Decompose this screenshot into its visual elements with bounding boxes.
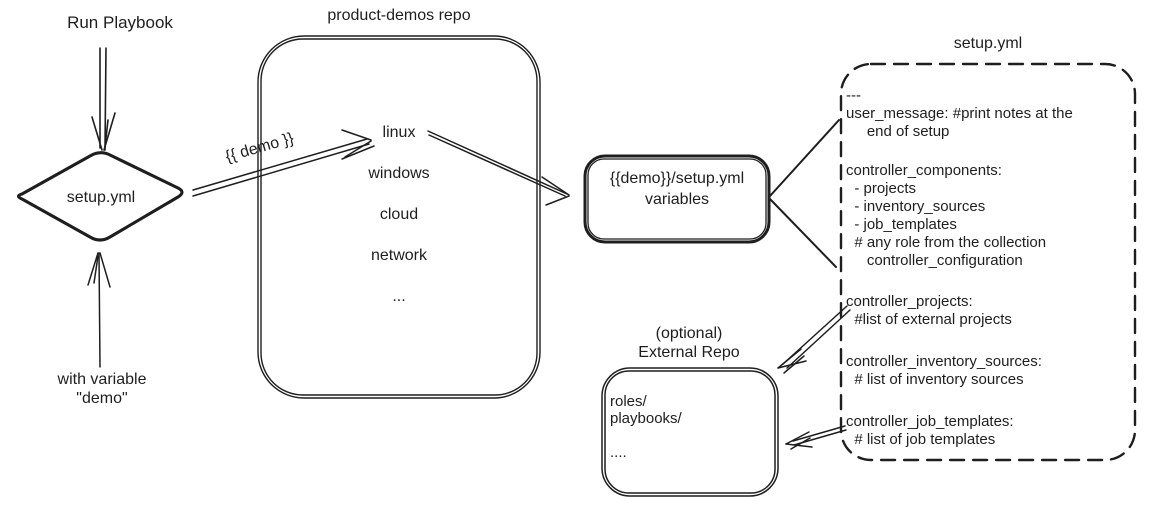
- yaml-block-components: controller_components: - projects - inve…: [846, 162, 1047, 269]
- external-repo-caption: (optional) External Repo: [601, 324, 777, 362]
- with-variable-arrow: [87, 252, 111, 368]
- setup-yml-title: setup.yml: [953, 35, 1023, 52]
- variable-note-line2: "demo": [76, 390, 128, 407]
- jobtemplates-to-external-arrow: [785, 425, 847, 450]
- yaml-block-job-templates: controller_job_templates: # list of job …: [846, 413, 1014, 448]
- variable-note-line1: with variable: [57, 371, 147, 388]
- yaml-block-projects: controller_projects: #list of external p…: [846, 293, 1012, 328]
- demo-arrow: [192, 129, 375, 197]
- repo-item-linux: linux: [382, 124, 416, 141]
- run-playbook-label: Run Playbook: [67, 13, 173, 32]
- start-diamond: [16, 151, 184, 242]
- start-node-label: setup.yml: [66, 189, 136, 206]
- variables-box-label: {{demo}}/setup.yml variables: [585, 168, 769, 210]
- linux-to-variables-arrow: [427, 130, 570, 206]
- repo-title: product-demos repo: [327, 7, 471, 24]
- repo-item-windows: windows: [368, 165, 430, 182]
- run-playbook-arrow: [91, 47, 116, 151]
- external-repo-title: External Repo: [638, 344, 740, 361]
- external-repo-box: [601, 367, 779, 497]
- repo-item-network: network: [370, 247, 428, 264]
- external-repo-contents: roles/ playbooks/ ....: [610, 393, 682, 461]
- variable-note: with variable "demo": [38, 370, 166, 408]
- variables-to-setupyml-connectors: [769, 119, 840, 268]
- repo-item-list: linux windows cloud network ...: [329, 123, 469, 307]
- repo-item-cloud: cloud: [379, 206, 419, 223]
- setup-yml-box: [839, 62, 1137, 462]
- yaml-block-header: --- user_message: #print notes at the en…: [846, 87, 1073, 140]
- projects-to-external-arrow: [777, 305, 851, 374]
- yaml-block-inventory-sources: controller_inventory_sources: # list of …: [846, 353, 1042, 388]
- variables-box-line1: {{demo}}/setup.yml: [609, 170, 745, 187]
- external-repo-note: (optional): [655, 325, 723, 342]
- repo-item-ellipsis: ...: [392, 288, 406, 305]
- repo-box: [257, 35, 541, 399]
- variables-box-line2: variables: [644, 191, 710, 208]
